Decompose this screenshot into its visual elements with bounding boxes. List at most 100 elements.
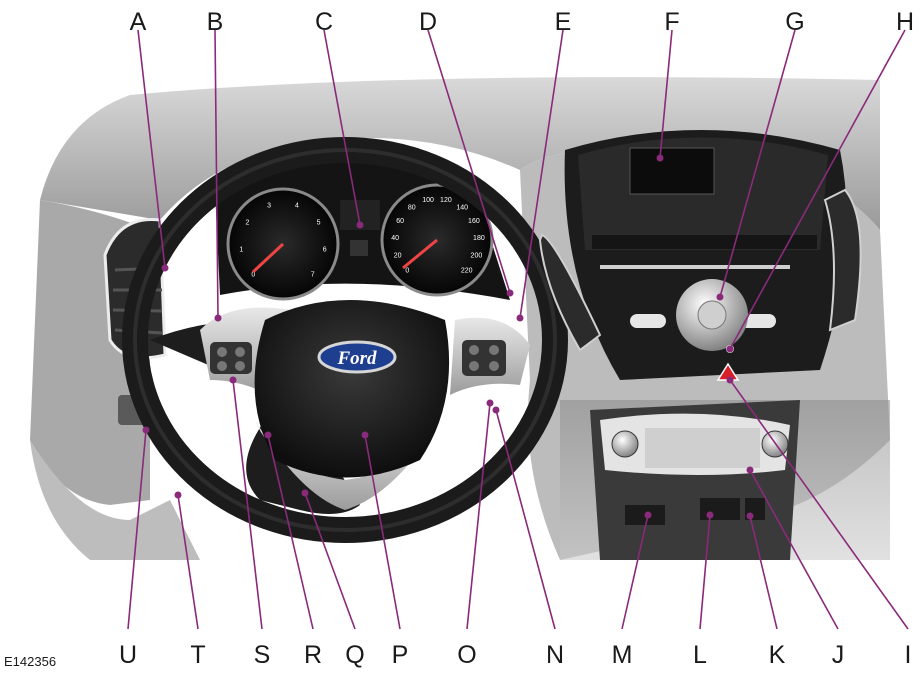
power-point[interactable] [700, 498, 740, 520]
callout-leader-q [304, 492, 356, 630]
callout-dot-g [716, 293, 724, 301]
callout-dot-f [656, 154, 664, 162]
cruise-control-buttons[interactable] [462, 340, 506, 376]
climate-buttons[interactable] [645, 428, 760, 468]
callout-leader-m [621, 514, 649, 630]
callout-dot-d [506, 289, 514, 297]
callout-leader-e [519, 29, 564, 319]
audio-seek-right-button[interactable] [740, 314, 776, 328]
center-stack [564, 130, 847, 381]
ford-badge [317, 340, 397, 374]
callout-letter-d: D [419, 8, 437, 36]
callout-letter-e: E [555, 8, 572, 36]
callout-dot-r [264, 431, 272, 439]
callout-leader-l [699, 514, 711, 630]
callout-leader-r [267, 434, 314, 630]
callout-leader-c [323, 29, 361, 226]
callout-leader-g [719, 29, 796, 298]
tach-tick-label: 4 [295, 202, 299, 209]
callout-letter-k: K [769, 641, 786, 669]
callout-letter-o: O [457, 641, 476, 669]
callout-dot-q [301, 489, 309, 497]
speedo-tick-label: 0 [405, 268, 409, 275]
callout-dot-b [214, 314, 222, 322]
callout-leader-h [729, 29, 906, 350]
callout-letter-g: G [785, 8, 804, 36]
callout-letter-u: U [119, 641, 137, 669]
temperature-knob[interactable] [611, 430, 639, 458]
callout-letter-s: S [254, 641, 271, 669]
tach-tick-label: 5 [317, 220, 321, 227]
speedo-tick-label: 180 [473, 235, 485, 242]
speedo-tick-label: 20 [394, 253, 402, 260]
callout-dot-l [706, 511, 714, 519]
callout-dot-e [516, 314, 524, 322]
callout-dot-s [229, 376, 237, 384]
speedo-tick-label: 140 [456, 204, 468, 211]
callout-leader-a [137, 29, 166, 269]
callout-leader-d [427, 29, 511, 294]
callout-letter-t: T [190, 641, 205, 669]
callout-leader-p [364, 434, 401, 630]
callout-leader-b [214, 29, 219, 319]
center-air-vents [538, 188, 862, 352]
callout-letter-h: H [896, 8, 914, 36]
figure-reference: E142356 [4, 654, 57, 669]
speedo-tick-label: 80 [408, 204, 416, 211]
speedometer-needle [402, 238, 438, 270]
callout-letter-a: A [130, 8, 147, 36]
speedo-tick-label: 160 [468, 218, 480, 225]
tach-tick-label: 6 [323, 247, 327, 254]
callout-letter-f: F [664, 8, 679, 36]
callout-leader-k [749, 515, 778, 630]
callout-leader-o [466, 402, 491, 630]
callout-letter-l: L [693, 641, 707, 669]
speedo-tick-label: 100 [422, 197, 434, 204]
callout-dot-o [486, 399, 494, 407]
callout-dot-a [161, 264, 169, 272]
speedo-tick-label: 200 [471, 253, 483, 260]
callout-dot-t [174, 491, 182, 499]
callout-dot-j [746, 466, 754, 474]
tach-tick-label: 1 [239, 247, 243, 254]
tach-tick-label: 0 [251, 272, 255, 279]
warning-lamp [350, 240, 368, 256]
speedo-tick-label: 40 [391, 235, 399, 242]
callout-letter-p: P [392, 641, 409, 669]
callout-leader-n [495, 409, 556, 630]
callout-leader-u [127, 429, 147, 630]
callout-dot-u [142, 426, 150, 434]
callout-letter-r: R [304, 641, 322, 669]
callout-leader-s [232, 379, 263, 630]
callout-letter-m: M [612, 641, 633, 669]
tach-tick-label: 3 [267, 202, 271, 209]
callout-letter-q: Q [345, 641, 364, 669]
ford-badge-text: Ford [336, 348, 377, 369]
information-display [629, 147, 715, 195]
callout-dot-k [746, 512, 754, 520]
callout-letter-c: C [315, 8, 333, 36]
callout-dot-c [356, 221, 364, 229]
speedo-tick-label: 220 [461, 268, 473, 275]
callout-letter-j: J [832, 641, 845, 669]
callout-dot-i [726, 376, 734, 384]
callout-labels: A B C D E F G H I J K L M N O PQR S T U [119, 8, 914, 669]
callout-dot-n [492, 406, 500, 414]
speedo-tick-label: 60 [396, 218, 404, 225]
speedo-tick-label: 120 [440, 197, 452, 204]
steering-wheel: Ford [122, 137, 568, 543]
audio-seek-left-button[interactable] [630, 314, 666, 328]
audio-control-buttons[interactable] [210, 342, 252, 374]
callout-letter-n: N [546, 641, 564, 669]
callout-leader-i [729, 379, 909, 630]
callout-letter-i: I [905, 641, 912, 669]
callout-letter-b: B [207, 8, 224, 36]
callout-leader-t [177, 494, 199, 630]
tachometer-needle [251, 242, 285, 274]
callout-leader-j [749, 469, 839, 630]
tach-tick-label: 2 [245, 220, 249, 227]
callout-dot-p [361, 431, 369, 439]
airbag-cover [254, 300, 450, 478]
